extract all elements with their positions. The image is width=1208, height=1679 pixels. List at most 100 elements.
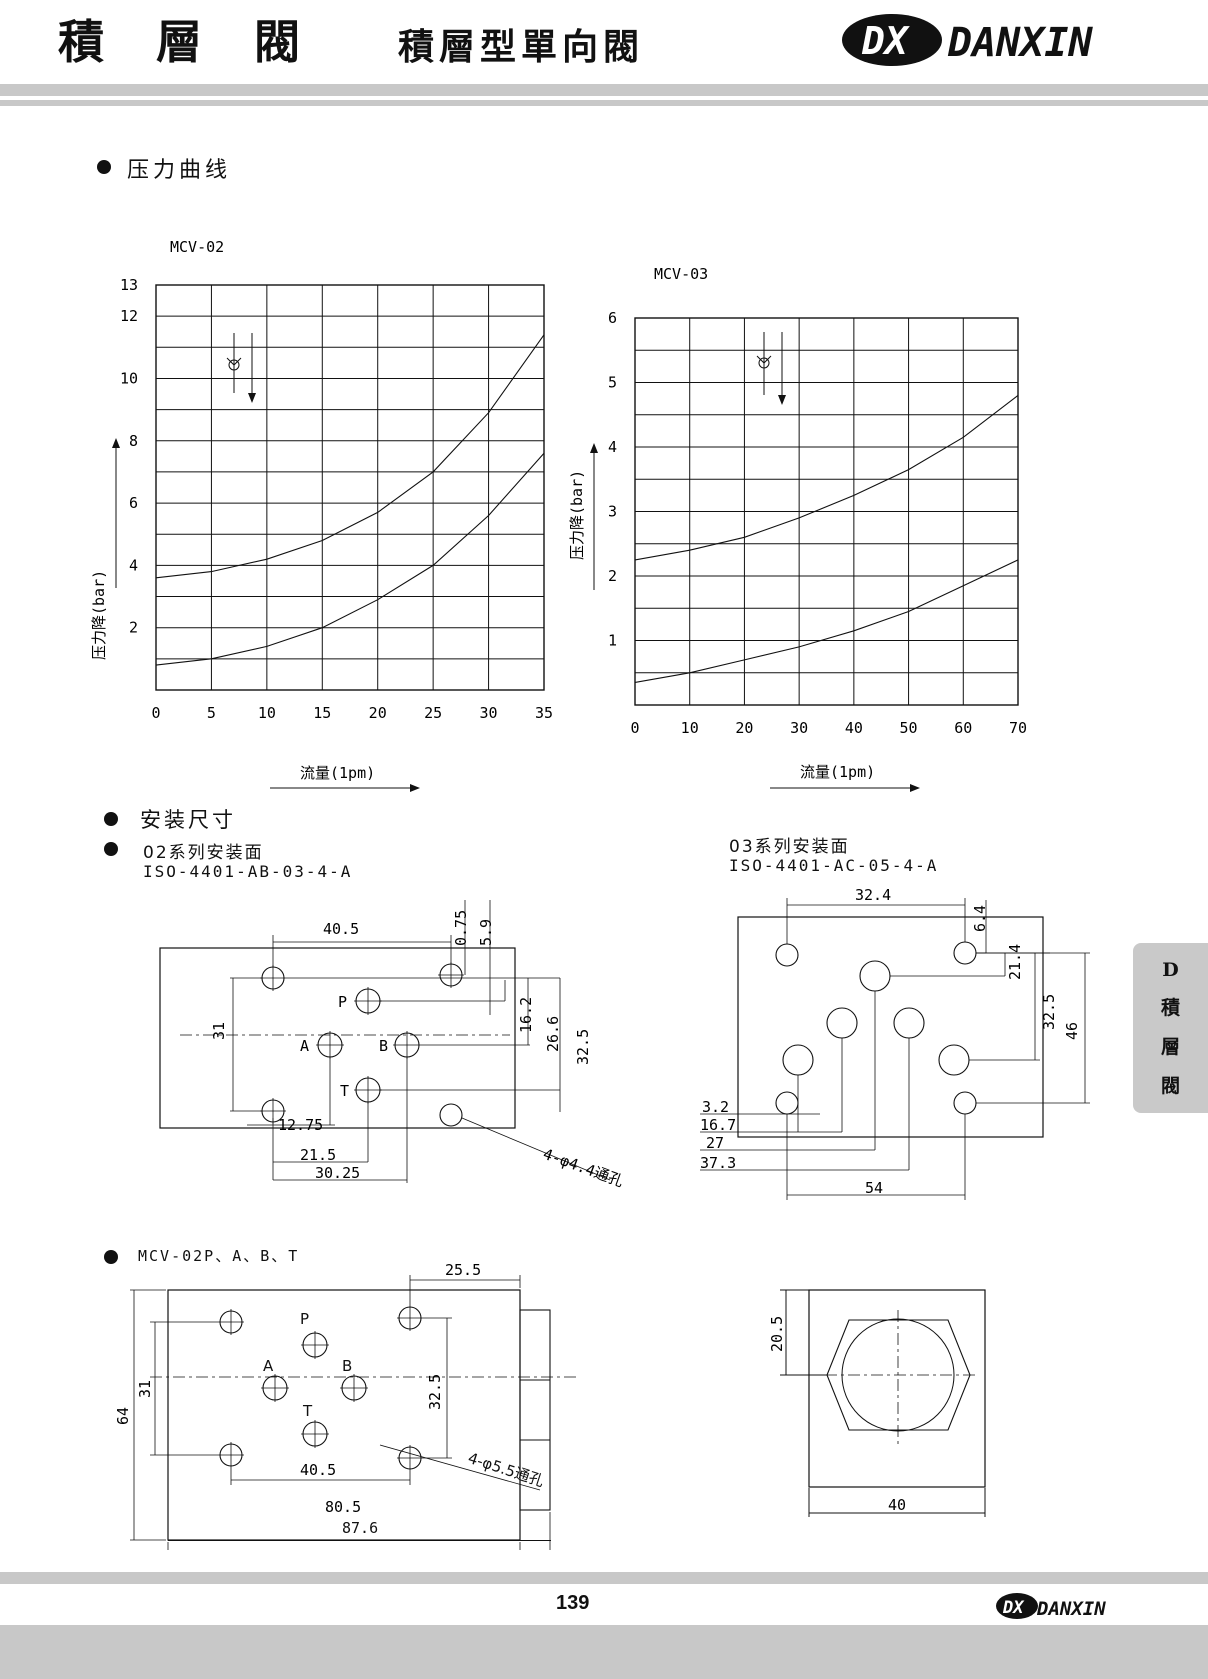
y-tick-label: 6 [608, 309, 617, 327]
plot-frame [155, 284, 545, 691]
logo-mark: DX [861, 19, 910, 63]
danxin-logo: DX DANXIN [842, 14, 1093, 66]
bullet-dot [104, 842, 118, 856]
mount-02-title: 02系列安装面 [143, 843, 264, 863]
port-label-a: A [263, 1357, 274, 1375]
dim-label: 31 [136, 1380, 154, 1398]
y-tick-label: 8 [129, 432, 138, 450]
y-tick-label: 1 [608, 632, 617, 650]
dim-label: 26.6 [544, 1016, 562, 1052]
dim-label: 40.5 [300, 1461, 336, 1479]
y-tick-label: 4 [129, 556, 138, 574]
dim-label: 6.4 [971, 905, 989, 932]
dim-label: 21.5 [300, 1146, 336, 1164]
port-label-t: T [340, 1082, 349, 1100]
mount-03-standard: ISO-4401-AC-05-4-A [729, 856, 939, 875]
x-tick-label: 0 [630, 719, 639, 737]
port-label-b: B [379, 1037, 388, 1055]
page-number: 139 [556, 1592, 590, 1614]
dim-label: 87.6 [342, 1519, 379, 1537]
y-tick-label: 12 [120, 307, 138, 325]
y-tick-label: 4 [608, 438, 617, 456]
header-divider [0, 84, 1208, 96]
page-subtitle: 積層型單向閥 [398, 26, 645, 68]
dim-label: 40.5 [323, 920, 359, 938]
dim-label: 40 [888, 1496, 906, 1514]
dim-label: 80.5 [325, 1498, 361, 1516]
y-tick-label: 5 [608, 374, 617, 392]
y-axis-label: 压力降(bar) [568, 470, 586, 560]
y-tick-label: 13 [120, 276, 138, 294]
x-tick-label: 30 [480, 704, 498, 722]
port-label-t: T [303, 1402, 313, 1420]
y-tick-label: 10 [120, 369, 138, 387]
footer-divider [0, 1572, 1208, 1584]
x-tick-label: 20 [735, 719, 753, 737]
y-axis-label: 压力降(bar) [90, 570, 108, 660]
side-tab-char: 積 [1160, 997, 1180, 1019]
dim-label: 32.5 [426, 1374, 444, 1410]
dim-label: 0.75 [452, 910, 470, 946]
port-label-p: P [338, 993, 347, 1011]
mount-02-standard: ISO-4401-AB-03-4-A [143, 862, 353, 881]
dim-label: 21.4 [1006, 944, 1024, 980]
footer-brand: DANXIN [1036, 1598, 1106, 1620]
x-tick-label: 35 [535, 704, 553, 722]
side-tab-char: 閥 [1160, 1075, 1180, 1097]
x-tick-label: 5 [207, 704, 216, 722]
chart-title: MCV-03 [654, 265, 708, 283]
side-tab-section: D 積 層 閥 [1133, 943, 1208, 1113]
dim-label: 16.2 [517, 997, 535, 1033]
x-tick-label: 50 [900, 719, 918, 737]
side-tab-char: 層 [1160, 1036, 1180, 1058]
series-line [155, 334, 545, 579]
x-tick-label: 25 [424, 704, 442, 722]
series-line [155, 452, 545, 666]
port-label-p: P [300, 1310, 310, 1328]
dim-label: 37.3 [700, 1154, 736, 1172]
dim-label: 12.75 [278, 1116, 323, 1134]
y-tick-label: 3 [608, 503, 617, 521]
x-tick-label: 10 [258, 704, 276, 722]
brand-name: DANXIN [947, 20, 1093, 66]
dim-label: 31 [210, 1022, 228, 1040]
x-tick-label: 15 [313, 704, 331, 722]
port-label-b: B [342, 1357, 353, 1375]
y-tick-label: 6 [129, 494, 138, 512]
dim-label: 25.5 [445, 1261, 481, 1279]
port-label-a: A [300, 1037, 309, 1055]
bullet-dot [97, 160, 111, 174]
bullet-dot [104, 1250, 118, 1264]
side-tab-char: D [1162, 959, 1179, 981]
y-tick-label: 2 [608, 567, 617, 585]
dim-label: 3.2 [702, 1098, 729, 1116]
y-tick-label: 2 [129, 619, 138, 637]
dim-label: 16.7 [700, 1116, 736, 1134]
dim-label: 20.5 [768, 1316, 786, 1352]
dim-label: 32.5 [1040, 994, 1058, 1030]
x-tick-label: 40 [845, 719, 863, 737]
x-tick-label: 20 [369, 704, 387, 722]
page-title: 積 層 閥 [58, 15, 319, 69]
x-tick-label: 30 [790, 719, 808, 737]
hole-note: 4-φ4.4通孔 [541, 1145, 626, 1191]
series-line [634, 559, 1019, 683]
check-valve-symbol [226, 333, 256, 403]
x-axis-label: 流量(1pm) [800, 763, 875, 781]
model-label: MCV-02P、A、B、T [138, 1247, 300, 1265]
x-tick-label: 60 [954, 719, 972, 737]
drawing-side-view: 20.5 40 [768, 1289, 986, 1517]
dim-label: 32.5 [574, 1029, 592, 1065]
check-valve-symbol [756, 332, 786, 405]
dim-label: 54 [865, 1179, 883, 1197]
dim-line [168, 1540, 551, 1541]
footer-band [0, 1625, 1208, 1679]
header-divider-thin [0, 100, 1208, 106]
dim-label: 46 [1063, 1022, 1081, 1040]
section-pressure-curve: 压力曲线 [127, 158, 232, 183]
mount-03-title: 03系列安装面 [729, 837, 850, 857]
dim-label: 64 [114, 1407, 132, 1425]
drawing-03-mounting-face: 32.4 6.4 21.4 32.5 46 3.2 16.7 27 37.3 5… [700, 886, 1090, 1200]
